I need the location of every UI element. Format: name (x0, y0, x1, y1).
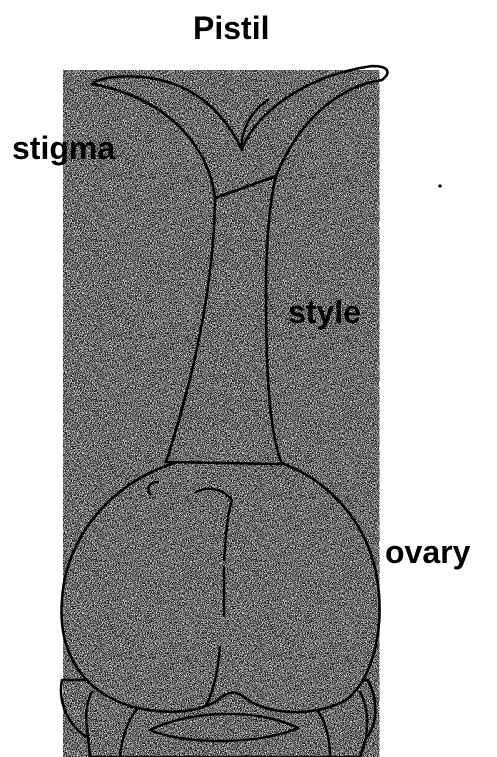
speck (438, 184, 441, 187)
